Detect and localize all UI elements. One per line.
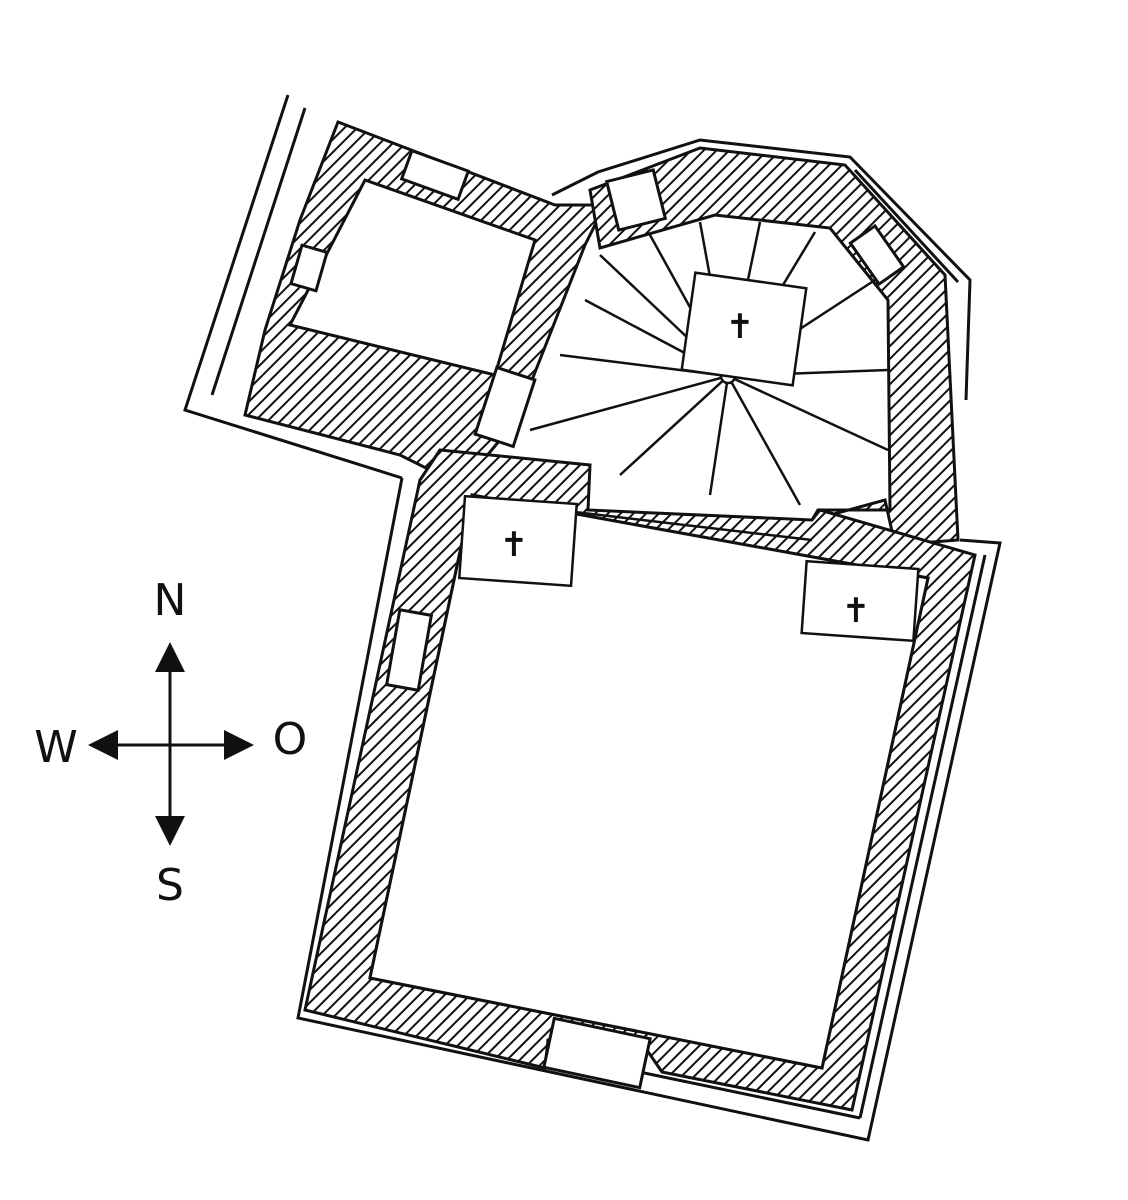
compass-rose bbox=[88, 642, 254, 846]
side-altar-right-cross: ✝ bbox=[842, 591, 871, 631]
compass-south-label: S bbox=[156, 860, 184, 911]
sacristy-walls bbox=[243, 120, 608, 472]
nave-walls bbox=[303, 448, 977, 1112]
main-altar bbox=[680, 271, 808, 387]
nave-interior bbox=[368, 493, 930, 1070]
compass-north-label: N bbox=[154, 575, 187, 626]
side-altar-left: ✝ bbox=[457, 494, 579, 588]
compass-west-label: W bbox=[34, 722, 78, 773]
compass-east-label: O bbox=[273, 714, 308, 765]
side-altar-right: ✝ bbox=[800, 559, 920, 643]
main-altar-cross: ✝ bbox=[726, 307, 755, 347]
choir-arch-line bbox=[574, 510, 813, 542]
side-altar-left-cross: ✝ bbox=[500, 525, 529, 565]
